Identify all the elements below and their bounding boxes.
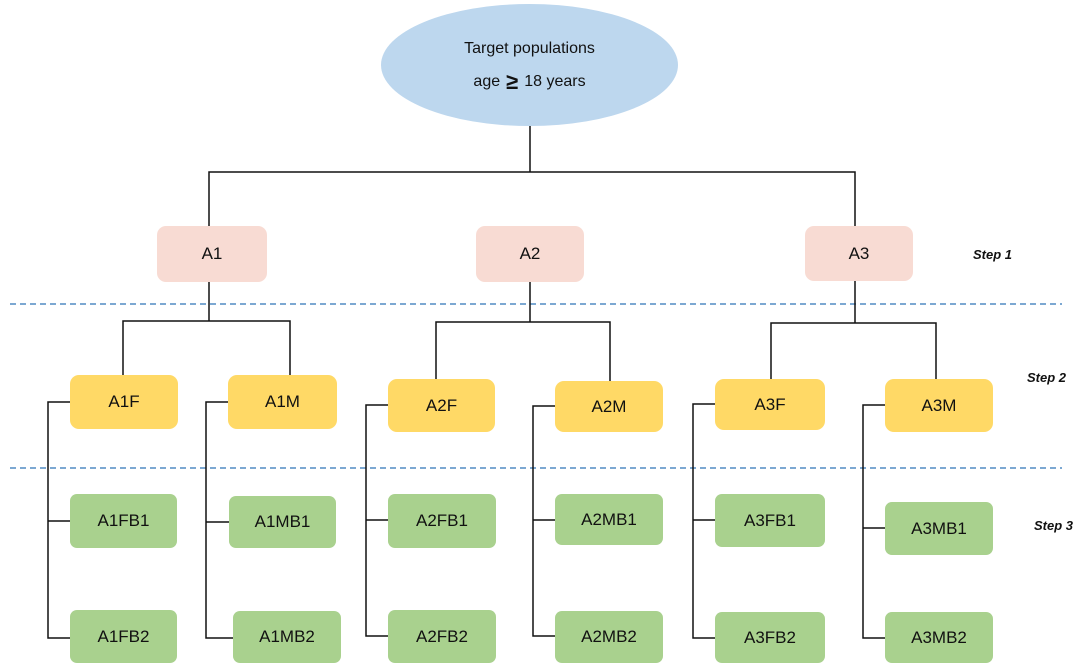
node-a1fb2: A1FB2	[70, 610, 177, 663]
connector-root-bar	[208, 171, 856, 226]
node-a3fb1: A3FB1	[715, 494, 825, 547]
root-age-criterion: age ≥ 18 years	[473, 71, 585, 93]
step-1-label: Step 1	[973, 247, 1013, 262]
connector-a1-bar	[122, 320, 291, 375]
connector-a3-bar	[770, 322, 937, 379]
node-a1mb1: A1MB1	[229, 496, 336, 548]
greater-equal-symbol: ≥	[506, 69, 519, 94]
root-age-value: 18 years	[524, 73, 586, 90]
connector-a3m	[862, 404, 885, 639]
node-a3f: A3F	[715, 379, 825, 430]
node-a1f: A1F	[70, 375, 178, 429]
node-a2fb2: A2FB2	[388, 610, 496, 663]
node-a3mb2: A3MB2	[885, 612, 993, 663]
node-a3mb1: A3MB1	[885, 502, 993, 555]
node-a1: A1	[157, 226, 267, 282]
node-a2fb1: A2FB1	[388, 494, 496, 548]
node-a2mb1: A2MB1	[555, 494, 663, 545]
node-a3: A3	[805, 226, 913, 281]
connector-a2m	[532, 405, 555, 637]
node-a1fb1: A1FB1	[70, 494, 177, 548]
step-3-label: Step 3	[1034, 518, 1074, 533]
node-a1m: A1M	[228, 375, 337, 429]
root-title: Target populations	[464, 40, 595, 57]
connector-a3f	[692, 403, 715, 639]
connector-a1m	[205, 401, 233, 639]
root-age-word: age	[473, 73, 501, 90]
node-a2: A2	[476, 226, 584, 282]
target-populations-node: Target populations age ≥ 18 years	[381, 4, 678, 126]
connector-a1f	[47, 401, 70, 639]
node-a2mb2: A2MB2	[555, 611, 663, 663]
node-a1mb2: A1MB2	[233, 611, 341, 663]
node-a2m: A2M	[555, 381, 663, 432]
node-a3fb2: A3FB2	[715, 612, 825, 663]
node-a2f: A2F	[388, 379, 495, 432]
step-2-label: Step 2	[1027, 370, 1067, 385]
connector-a2-bar	[435, 321, 611, 381]
node-a3m: A3M	[885, 379, 993, 432]
